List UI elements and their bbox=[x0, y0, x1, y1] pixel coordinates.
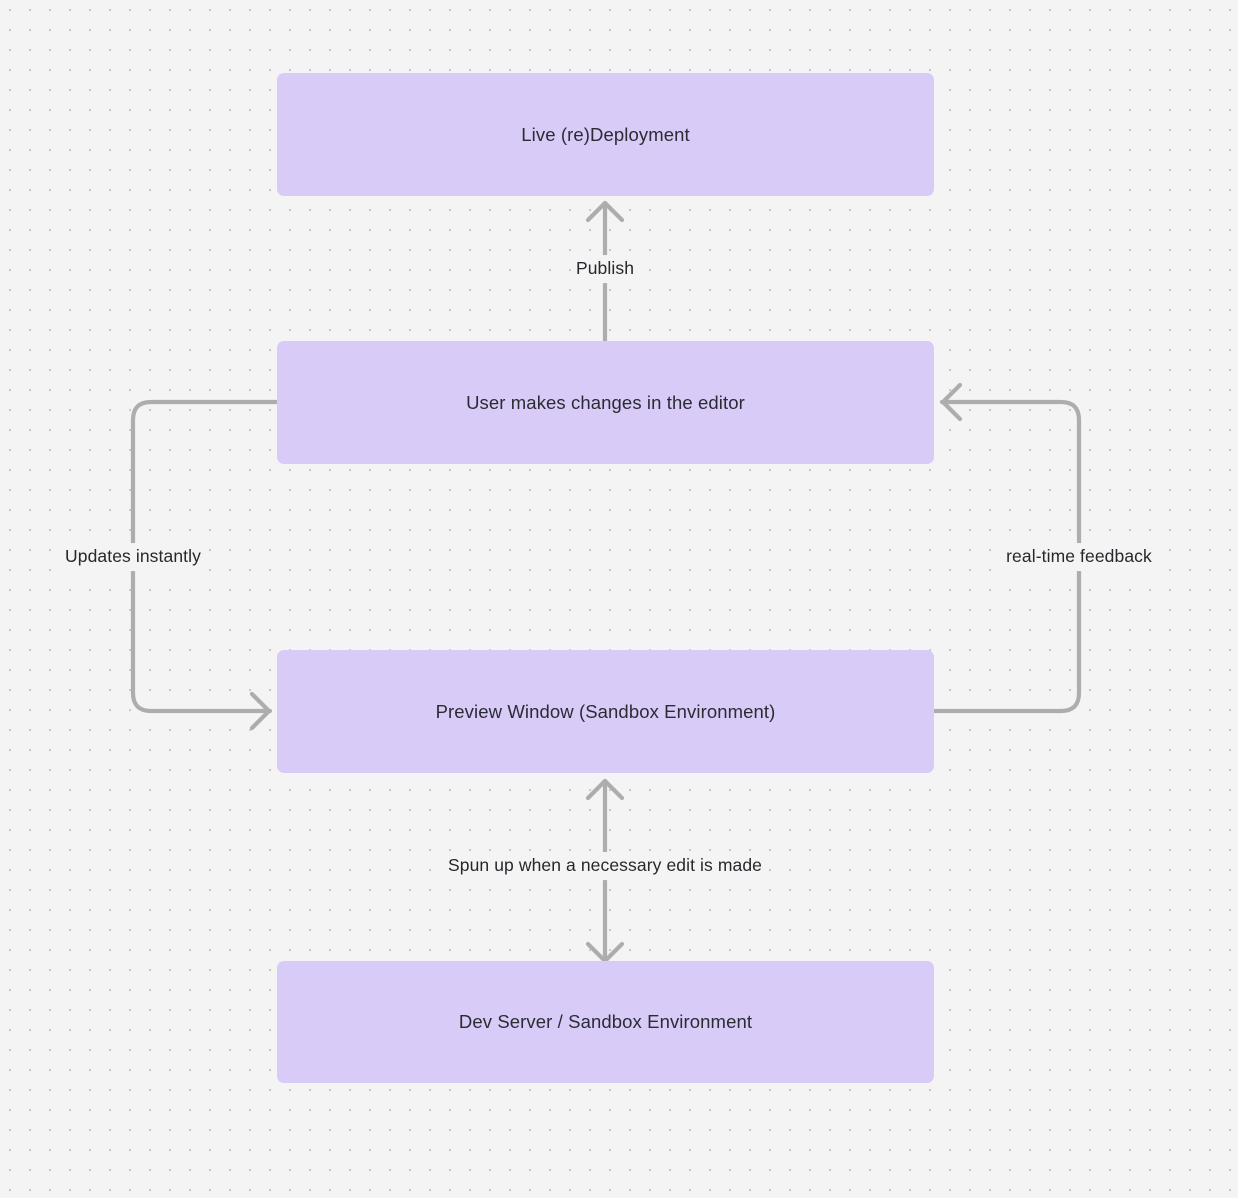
node-preview-window[interactable]: Preview Window (Sandbox Environment) bbox=[277, 650, 934, 773]
node-label: Dev Server / Sandbox Environment bbox=[458, 1011, 753, 1032]
edge-label-real-time-feedback: real-time feedback bbox=[1001, 543, 1157, 571]
edge-label-updates-instantly: Updates instantly bbox=[60, 543, 206, 571]
edge-label-publish: Publish bbox=[570, 255, 640, 283]
node-label: Preview Window (Sandbox Environment) bbox=[435, 700, 776, 722]
node-user-edits[interactable]: User makes changes in the editor bbox=[277, 341, 934, 464]
edge-label-spun-up: Spun up when a necessary edit is made bbox=[442, 852, 768, 880]
node-label: Live (re)Deployment bbox=[521, 123, 690, 145]
node-dev-server[interactable]: Dev Server / Sandbox Environment bbox=[277, 961, 934, 1083]
node-live-deployment[interactable]: Live (re)Deployment bbox=[277, 73, 934, 196]
node-label: User makes changes in the editor bbox=[466, 391, 745, 413]
